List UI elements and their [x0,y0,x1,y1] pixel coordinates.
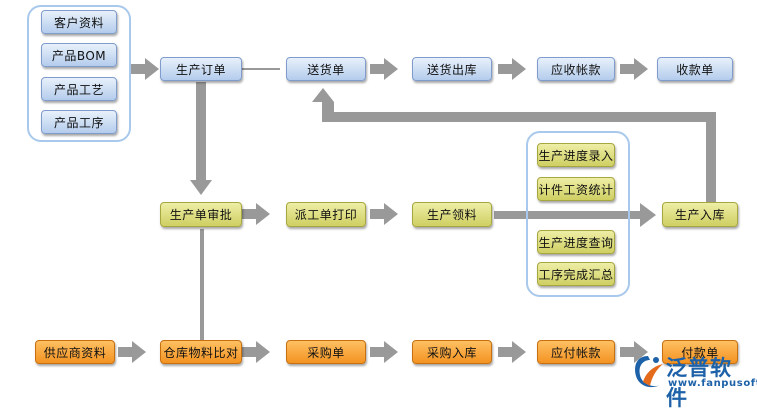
node-purchase-order[interactable]: 采购单 [286,340,366,364]
arrow-production-in-to-delivery [312,88,716,202]
arrow-out-to-receivable [498,58,526,80]
arrow-approval-to-dispatch [242,203,270,225]
arrow-issue-to-production-in [494,203,656,227]
node-dispatch-print[interactable]: 派工单打印 [286,202,366,227]
node-warehouse-compare[interactable]: 仓库物料比对 [160,340,242,364]
node-material-issue[interactable]: 生产领料 [412,202,492,227]
node-procedure-summary[interactable]: 工序完成汇总 [537,262,615,286]
arrow-supplier-to-warehouse [118,341,146,363]
arrow-order-to-approval [190,82,212,195]
node-progress-query[interactable]: 生产进度查询 [537,230,615,254]
node-supplier-data[interactable]: 供应商资料 [35,340,115,364]
arrow-warehouse-to-purchase [242,341,270,363]
arrow-in-to-payable [498,341,526,363]
node-production-approval[interactable]: 生产单审批 [160,202,242,227]
fanpu-logo-icon [635,356,663,388]
node-product-process[interactable]: 产品工艺 [41,77,117,101]
line-approval-to-warehouse [200,229,204,341]
arrow-payable-to-payment [620,341,648,363]
node-payment[interactable]: 付款单 [662,340,738,364]
node-receipt[interactable]: 收款单 [657,57,733,81]
node-production-order[interactable]: 生产订单 [160,57,242,81]
arrow-group-to-order [131,58,159,80]
node-piece-wage-stats[interactable]: 计件工资统计 [537,177,615,201]
flow-connectors [118,58,716,363]
node-delivery-out[interactable]: 送货出库 [412,57,492,81]
node-payable[interactable]: 应付帐款 [537,340,615,364]
node-receivable[interactable]: 应收帐款 [537,57,615,81]
brand-url: www.fanpusoft.com [668,378,757,389]
node-delivery-note[interactable]: 送货单 [286,57,366,81]
arrow-dispatch-to-issue [370,203,398,225]
arrow-receivable-to-receipt [620,58,648,80]
node-product-procedure[interactable]: 产品工序 [41,110,117,134]
progress-tools-group [526,131,630,297]
arrow-delivery-to-out [370,58,398,80]
node-product-bom[interactable]: 产品BOM [41,43,117,67]
node-purchase-in[interactable]: 采购入库 [412,340,492,364]
node-progress-entry[interactable]: 生产进度录入 [537,143,615,167]
brand-logo: 泛普软件 www.fanpusoft.com [630,350,757,410]
product-master-group [27,5,131,142]
node-customer-data[interactable]: 客户资料 [41,10,117,34]
node-production-in[interactable]: 生产入库 [662,202,738,227]
line-order-to-delivery [242,68,280,70]
arrow-purchase-to-in [370,341,398,363]
